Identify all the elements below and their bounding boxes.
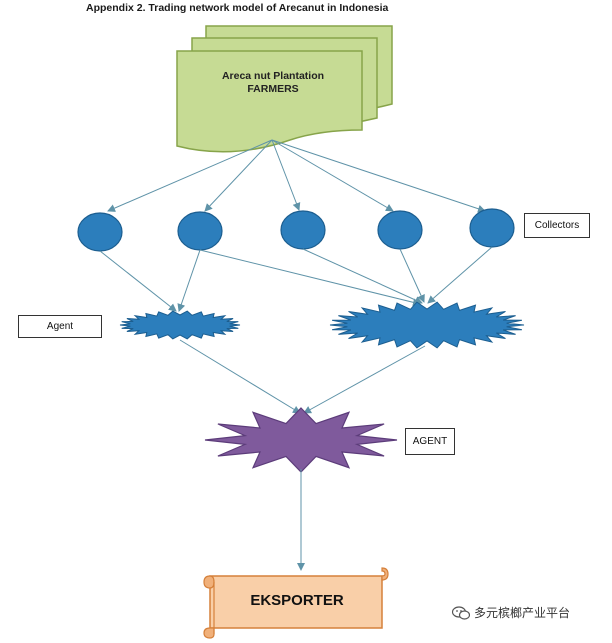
collector-node-2	[177, 211, 223, 251]
scroll-top-curl	[203, 575, 215, 589]
exporter-title: EKSPORTER	[250, 592, 344, 609]
scroll-body	[209, 575, 383, 629]
arrow-agent-right-to-big-agent	[303, 345, 426, 414]
document-front	[176, 50, 363, 153]
exporter-scroll: EKSPORTER	[203, 567, 389, 639]
watermark-text: 多元槟榔产业平台	[474, 606, 571, 620]
farmers-document-stack: Areca nut Plantation FARMERS	[176, 25, 393, 153]
arrow-collector4-agent-right	[399, 248, 425, 303]
collectors	[77, 208, 515, 252]
arrow-collector3-agent-right	[302, 248, 423, 304]
collectors-label: Collectors	[524, 213, 590, 238]
arrow-farmers-collector-5	[271, 139, 486, 213]
agent-node-left	[119, 310, 241, 340]
farmers-title-line1: Areca nut Plantation	[222, 70, 324, 82]
arrow-farmers-collector-3	[271, 139, 301, 211]
arrow-farmers-collector-2	[204, 139, 273, 212]
farmers-title-line2: FARMERS	[247, 83, 298, 95]
arrow-farmers-collector-4	[271, 139, 394, 212]
arrow-collector1-agent-left	[99, 250, 177, 312]
arrow-collector5-agent-right	[427, 246, 493, 304]
collector-node-4	[377, 210, 423, 250]
arrow-collector2-agent-right	[199, 249, 421, 307]
scroll-bottom-curl	[203, 627, 215, 639]
agent-label: Agent	[18, 315, 102, 338]
collector-node-5	[469, 208, 515, 248]
big-agent-node	[204, 407, 398, 473]
arrow-agent-left-to-big-agent	[179, 339, 301, 414]
scroll-right-curl	[381, 567, 389, 581]
arrows-agents-to-big-agent	[179, 339, 426, 414]
arrows-collectors-to-agents	[99, 246, 493, 312]
figure-caption: Appendix 2. Trading network model of Are…	[86, 2, 389, 14]
arrows-farmers-to-collectors	[107, 139, 486, 213]
agents	[119, 301, 525, 349]
wechat-icon	[452, 605, 470, 620]
collector-node-1	[77, 212, 123, 252]
arrow-farmers-collector-1	[107, 139, 273, 212]
watermark: 多元槟榔产业平台	[452, 604, 570, 621]
arrow-collector2-agent-left	[177, 249, 201, 312]
agent-node-right	[329, 301, 525, 349]
big-agent-label: AGENT	[405, 428, 455, 455]
collector-node-3	[280, 210, 326, 250]
